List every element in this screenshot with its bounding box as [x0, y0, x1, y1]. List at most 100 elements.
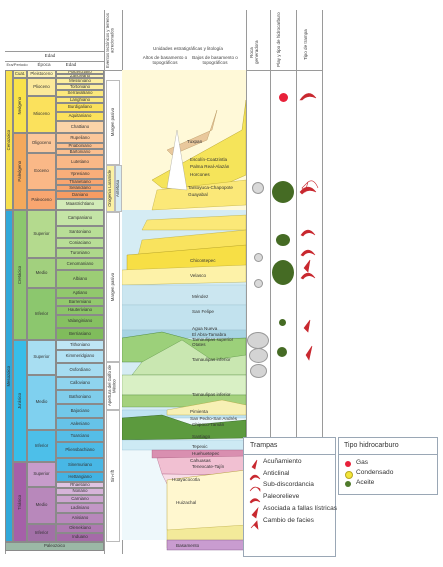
- age-label: Messiniano: [69, 78, 91, 83]
- age-label: Bajociano: [70, 407, 90, 413]
- age-label: Valanginiano: [67, 318, 93, 324]
- event-antefosa: Antefosa: [115, 165, 122, 212]
- age-cell: Sinemuriano: [56, 458, 104, 472]
- oil-play-dot: [279, 319, 286, 326]
- period-triasico: Triásico: [13, 462, 27, 542]
- unit-label: Chicontepec: [190, 258, 216, 263]
- anticline-icon: [299, 186, 317, 195]
- period-cuaternario: Cuat.: [13, 70, 27, 78]
- epoch-label: Inferior: [34, 529, 49, 535]
- velasco-unit: [122, 264, 246, 286]
- unit-label: Tenexcate-Tajín: [192, 464, 225, 469]
- san-andres-unit: [122, 414, 246, 441]
- oil-play-dot: [276, 234, 290, 246]
- age-label: Lutetiano: [71, 158, 89, 164]
- era-cenozoico: Cenozoico: [5, 70, 13, 210]
- unit-label: Escolín-Coatzintla: [190, 157, 228, 162]
- paleozoico-label: Paleozoico: [43, 543, 66, 549]
- period-neogeno-label: Neógeno: [16, 96, 22, 115]
- age-cell: Olenekiano: [56, 524, 104, 533]
- age-cell: Induano: [56, 533, 104, 542]
- epoch-cret-medio: Medio: [27, 258, 56, 288]
- header-edad-col: Edad: [65, 62, 77, 67]
- epoch-plioceno: Plioceno: [27, 78, 56, 96]
- source-rock-marker: [247, 332, 269, 349]
- age-cell: Daniano: [56, 191, 104, 199]
- epoch-jur-medio: Medio: [27, 375, 56, 430]
- age-label: Piacenziano: [68, 70, 92, 74]
- age-label: Rupeliano: [70, 134, 90, 140]
- age-label: Ladiniano: [70, 504, 90, 510]
- age-cell: Hauteriviano: [56, 306, 104, 315]
- epoch-label: Superior: [33, 471, 50, 477]
- legend-anticlinal: Anticlinal: [263, 470, 290, 477]
- legend-condensado: Condensado: [356, 469, 394, 476]
- unit-label: Tuxpan: [187, 139, 203, 144]
- age-label: Maastrichtiano: [66, 201, 94, 207]
- age-label: Rhaetiano: [70, 482, 90, 487]
- event-orogenia: Orogenia Laramide: [106, 165, 115, 212]
- epoch-label: Medio: [35, 502, 48, 508]
- age-label: Pliensbachiano: [65, 446, 95, 452]
- unit-label: Guayabal: [188, 192, 208, 197]
- epoch-label: Medio: [35, 399, 48, 405]
- unit-label: Tamaulipas inferior: [192, 392, 231, 397]
- age-label: Daniano: [71, 191, 88, 197]
- age-label: Berriasiano: [69, 330, 91, 336]
- huayacocotla-unit: [166, 469, 246, 541]
- unit-label: Chipoco-Tamán: [192, 422, 225, 427]
- gas-play-dot: [279, 93, 288, 102]
- legend-acunamiento: Acuñamiento: [263, 458, 302, 465]
- paleorelieve-icon: [249, 498, 261, 504]
- trap-column: [299, 93, 319, 361]
- age-cell: Valanginiano: [56, 315, 104, 328]
- huayacocotla-top: [166, 399, 246, 416]
- huehuetepec-unit: [156, 455, 246, 476]
- paleozoico-bar: Paleozoico: [5, 542, 104, 551]
- unit-label: Horcones: [190, 172, 210, 177]
- age-cell: Bathoniano: [56, 390, 104, 404]
- age-label: Zancleano: [69, 74, 91, 78]
- age-cell: Noriano: [56, 488, 104, 495]
- header-play: Play y tipo de hidrocarburo: [276, 12, 281, 68]
- oligocene-unit: [151, 179, 246, 211]
- age-cell: Oxfordiano: [56, 363, 104, 377]
- age-label: Barremiano: [68, 298, 92, 304]
- wedge-icon: [303, 259, 311, 273]
- period-neogeno: Neógeno: [13, 78, 27, 133]
- era-mesozoico-label: Mesozoico: [5, 365, 11, 387]
- acunamiento-icon: [251, 459, 258, 470]
- wedge-icon: [303, 319, 311, 333]
- age-cell: Kimmeridgiano: [56, 350, 104, 363]
- age-label: Ypresiano: [70, 170, 90, 176]
- wedge-icon: [305, 345, 313, 361]
- source-rock-marker: [250, 364, 267, 378]
- epoch-label: Eoceno: [34, 168, 49, 174]
- age-cell: Piacenziano: [56, 70, 104, 74]
- stratigraphy-diagram: [122, 70, 246, 551]
- header-trampa: Tipo de trampa: [303, 29, 308, 61]
- legend-cambio-facies: Cambio de facies: [263, 517, 314, 524]
- age-cell: Thanetiano: [56, 179, 104, 185]
- unit-label: Basamento: [176, 543, 200, 548]
- legend-hidrocarburo: Tipo hidrocarburo Gas Condensado Aceite: [338, 437, 438, 495]
- age-cell: Tortoniano: [56, 84, 104, 90]
- epoch-label: Medio: [35, 269, 48, 275]
- age-cell: Ypresiano: [56, 169, 104, 179]
- unit-label: Tepexic: [192, 444, 208, 449]
- anticline-icon: [299, 93, 317, 101]
- header-epoca: Época: [37, 62, 51, 67]
- legend-trap-icons: [249, 459, 261, 530]
- age-cell: Aptiano: [56, 288, 104, 298]
- legend-subdiscordancia: Sub-discordancia: [263, 481, 314, 488]
- age-label: Calloviano: [69, 380, 91, 386]
- epoch-oligoceno: Oligoceno: [27, 133, 56, 153]
- age-cell: Messiniano: [56, 78, 104, 84]
- age-cell: Tithoniano: [56, 340, 104, 350]
- oil-play-dot: [272, 260, 294, 285]
- age-cell: Maastrichtiano: [56, 199, 104, 210]
- header-edad: Edad: [44, 53, 56, 58]
- legend-hc-title: Tipo hidrocarburo: [344, 442, 399, 449]
- age-label: Santoniano: [69, 228, 91, 234]
- age-label: Aquitaniano: [68, 113, 92, 119]
